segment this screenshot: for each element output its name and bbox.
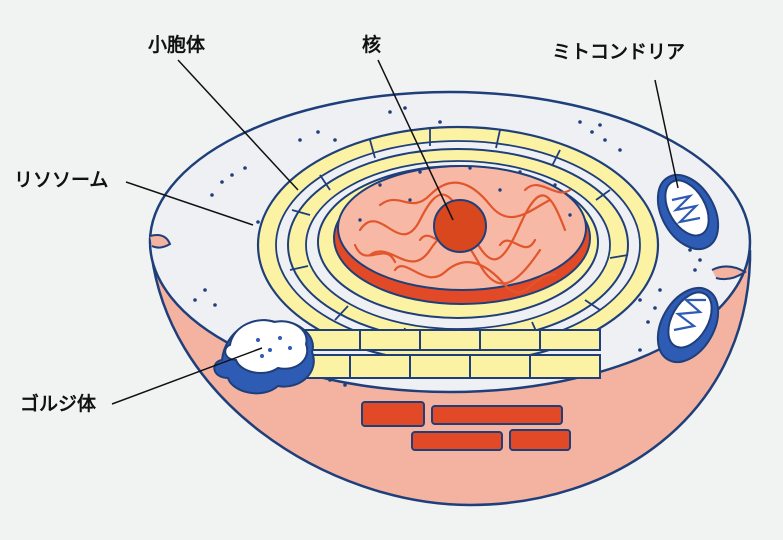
mitochondrion-lower: [656, 287, 720, 363]
golgi-dots: [256, 336, 292, 358]
membrane-notch-left: [149, 234, 172, 249]
leader-vesicle: [177, 59, 299, 191]
nuclear-pores: [358, 166, 572, 222]
label-nucleus: 核: [362, 33, 381, 56]
label-mitochondria: ミトコンドリア: [552, 41, 685, 63]
membrane-notch-right: [711, 265, 747, 281]
er-front-stacks: [299, 329, 601, 379]
mitochondrion-upper: [656, 174, 720, 250]
label-golgi: ゴルジ体: [20, 392, 97, 415]
leader-golgi: [111, 347, 263, 405]
leader-mitochondria: [654, 79, 679, 189]
nucleolus: [433, 199, 487, 253]
label-vesicle: 小胞体: [148, 33, 206, 56]
leader-lines: [111, 59, 679, 405]
label-lysosome: リソソーム: [14, 169, 108, 191]
leader-lysosome: [125, 181, 254, 226]
golgi-top: [224, 319, 309, 375]
leader-nucleus: [377, 59, 454, 221]
rough-er-fragments: [361, 401, 571, 451]
